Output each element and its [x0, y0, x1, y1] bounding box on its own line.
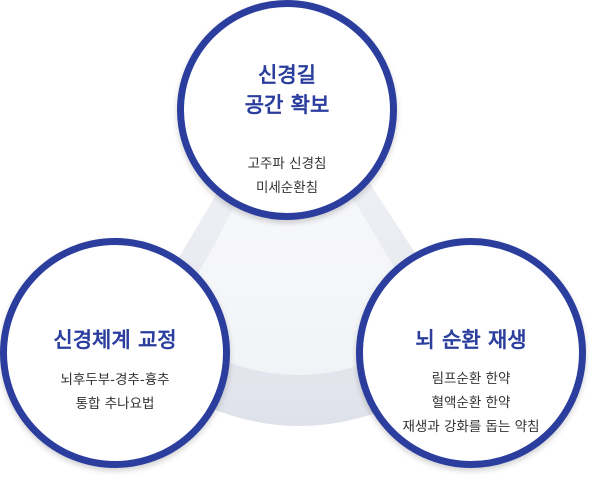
node-nerve-path-space: 신경길 공간 확보 고주파 신경침 미세순환침 [177, 0, 397, 220]
desc-line: 재생과 강화를 돕는 약침 [402, 419, 540, 435]
desc-line: 림프순환 한약 [431, 371, 511, 387]
desc-line: 고주파 신경침 [247, 156, 327, 172]
node-title: 뇌 순환 재생 [363, 325, 579, 355]
desc-line: 뇌후두부-경추-흉추 [60, 372, 170, 388]
desc-line: 미세순환침 [255, 180, 319, 196]
desc-line: 혈액순환 한약 [431, 395, 511, 411]
node-description: 뇌후두부-경추-흉추 통합 추나요법 [7, 368, 223, 416]
node-nerve-system-correction: 신경체계 교정 뇌후두부-경추-흉추 통합 추나요법 [0, 238, 230, 468]
title-line: 공간 확보 [244, 93, 330, 117]
node-brain-circulation-regeneration: 뇌 순환 재생 림프순환 한약 혈액순환 한약 재생과 강화를 돕는 약침 [356, 238, 586, 468]
title-line: 신경체계 교정 [53, 328, 177, 352]
node-title: 신경체계 교정 [7, 325, 223, 355]
title-line: 뇌 순환 재생 [415, 328, 527, 352]
node-description: 림프순환 한약 혈액순환 한약 재생과 강화를 돕는 약침 [363, 367, 579, 439]
desc-line: 통합 추나요법 [75, 396, 155, 412]
title-line: 신경길 [258, 63, 316, 87]
node-description: 고주파 신경침 미세순환침 [184, 152, 390, 200]
node-title: 신경길 공간 확보 [184, 60, 390, 120]
